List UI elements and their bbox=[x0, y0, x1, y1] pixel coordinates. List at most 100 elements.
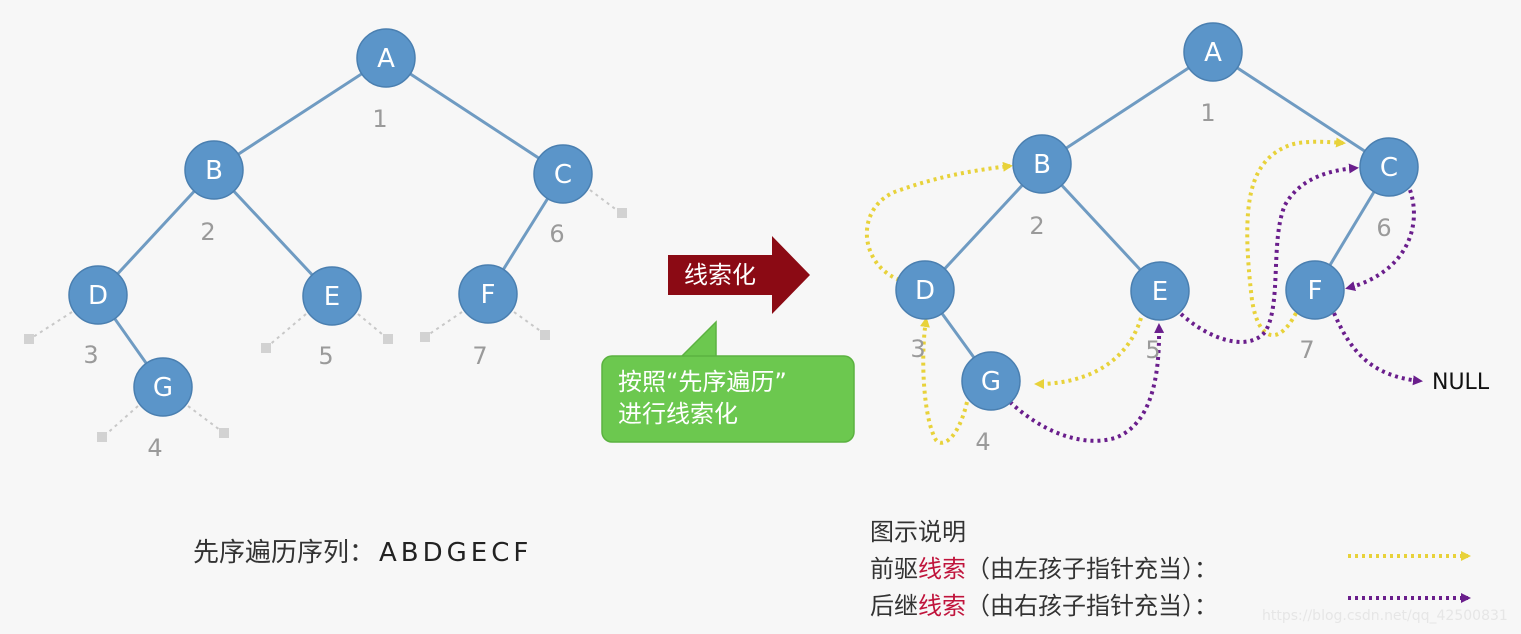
right-edge-A-C bbox=[1212, 50, 1390, 169]
node-label: F bbox=[481, 280, 496, 310]
node-label: G bbox=[981, 367, 1001, 397]
node-index: 7 bbox=[1299, 336, 1314, 364]
sequence-value: ABDGECF bbox=[379, 538, 533, 568]
legend-samples bbox=[1348, 551, 1471, 603]
left-tree-nodes: A B C D E F G bbox=[68, 28, 593, 417]
node-label: C bbox=[1380, 153, 1398, 183]
left-null-pointers bbox=[24, 189, 627, 442]
node-index: 6 bbox=[549, 220, 564, 248]
null-pointer-box bbox=[617, 208, 627, 218]
null-pointer-line bbox=[29, 311, 73, 340]
legend-pred-a: 前驱 bbox=[870, 555, 918, 583]
right-node-G: G bbox=[961, 351, 1021, 411]
legend-succ-a: 后继 bbox=[870, 592, 918, 620]
right-tree-nodes: A B C D E F G bbox=[895, 22, 1419, 411]
right-node-E: E bbox=[1130, 261, 1190, 321]
right-tree-edges bbox=[923, 50, 1391, 382]
threading-arrow-label: 线索化 bbox=[684, 261, 756, 289]
legend-succ-b: 线索 bbox=[918, 592, 966, 620]
right-node-D: D bbox=[895, 260, 955, 320]
node-index: 3 bbox=[910, 335, 925, 363]
node-label: F bbox=[1308, 276, 1323, 306]
null-pointer-box bbox=[24, 334, 34, 344]
node-index: 4 bbox=[147, 434, 162, 462]
null-label: NULL bbox=[1432, 370, 1490, 395]
right-node-F: F bbox=[1285, 260, 1345, 320]
threading-arrow bbox=[668, 236, 810, 314]
succ-thread-G-to-E bbox=[1008, 323, 1165, 443]
node-index: 6 bbox=[1376, 214, 1391, 242]
node-index: 2 bbox=[1029, 212, 1044, 240]
left-edge-A-C bbox=[385, 56, 564, 176]
node-label: A bbox=[1204, 38, 1222, 68]
successor-threads bbox=[1008, 163, 1423, 443]
node-label: C bbox=[554, 160, 572, 190]
pred-thread-E-to-G bbox=[1034, 317, 1143, 389]
node-index: 2 bbox=[200, 218, 215, 246]
node-index: 5 bbox=[318, 342, 333, 370]
legend-succ-c: （由右孩子指针充当）： bbox=[966, 592, 1218, 620]
arrow-shape bbox=[668, 236, 810, 314]
left-node-E: E bbox=[302, 266, 362, 326]
watermark: https://blog.csdn.net/qq_42500831 bbox=[1262, 608, 1508, 624]
bubble-body bbox=[601, 355, 855, 443]
node-label: D bbox=[915, 276, 935, 306]
succ-thread-E-to-C bbox=[1179, 163, 1359, 344]
null-pointer-box bbox=[540, 330, 550, 340]
left-tree-indices: 1 2 6 3 5 7 4 bbox=[83, 105, 564, 462]
node-label: B bbox=[1033, 150, 1051, 180]
node-index: 3 bbox=[83, 341, 98, 369]
pred-thread-D-to-B bbox=[864, 161, 1013, 284]
node-label: G bbox=[153, 373, 173, 403]
preorder-sequence: 先序遍历序列：ABDGECF bbox=[193, 532, 532, 569]
null-pointer-line bbox=[266, 313, 307, 348]
left-edge-A-B bbox=[213, 56, 387, 172]
predecessor-threads bbox=[864, 137, 1346, 445]
speech-bubble bbox=[601, 320, 855, 443]
node-index: 5 bbox=[1145, 336, 1160, 364]
legend-succ-text: 后继线索（由右孩子指针充当）： bbox=[870, 586, 1218, 621]
succ-thread-C-to-F bbox=[1345, 189, 1416, 292]
speech-bubble-text: 按照“先序遍历” 进行线索化 bbox=[602, 356, 854, 442]
legend-pred-text: 前驱线索（由左孩子指针充当）： bbox=[870, 549, 1218, 584]
pred-thread-F-to-C bbox=[1245, 137, 1346, 338]
node-label: E bbox=[324, 282, 340, 312]
node-label: D bbox=[88, 281, 108, 311]
left-node-G: G bbox=[133, 357, 193, 417]
left-tree-edges bbox=[96, 56, 565, 388]
right-node-C: C bbox=[1359, 137, 1419, 197]
null-pointer-line bbox=[187, 405, 225, 434]
right-edge-A-B bbox=[1041, 50, 1214, 166]
null-pointer-box bbox=[219, 428, 229, 438]
bubble-line-2: 进行线索化 bbox=[618, 400, 738, 428]
right-tree-indices: 1 2 6 3 5 7 4 bbox=[910, 99, 1391, 456]
node-index: 7 bbox=[472, 342, 487, 370]
node-index: 1 bbox=[1200, 99, 1215, 127]
legend-title: 图示说明 bbox=[870, 518, 966, 546]
left-node-C: C bbox=[533, 144, 593, 204]
right-node-A: A bbox=[1183, 22, 1243, 82]
right-node-B: B bbox=[1012, 134, 1072, 194]
null-pointer-box bbox=[420, 332, 430, 342]
null-pointer-box bbox=[383, 334, 393, 344]
legend-pred-b: 线索 bbox=[918, 555, 966, 583]
left-node-D: D bbox=[68, 265, 128, 325]
left-node-F: F bbox=[458, 264, 518, 324]
node-label: B bbox=[205, 156, 223, 186]
null-pointer-line bbox=[424, 311, 463, 338]
succ-thread-F-to-null bbox=[1332, 312, 1423, 386]
node-index: 4 bbox=[975, 428, 990, 456]
bubble-line-1: 按照“先序遍历” bbox=[618, 368, 787, 396]
null-pointer-box bbox=[261, 343, 271, 353]
node-index: 1 bbox=[372, 105, 387, 133]
left-node-A: A bbox=[356, 28, 416, 88]
left-node-B: B bbox=[184, 140, 244, 200]
node-label: A bbox=[377, 44, 395, 74]
legend-pred-c: （由左孩子指针充当）： bbox=[966, 555, 1218, 583]
null-pointer-box bbox=[97, 432, 107, 442]
null-pointer-line bbox=[102, 405, 139, 438]
node-label: E bbox=[1152, 277, 1168, 307]
sequence-prefix: 先序遍历序列： bbox=[193, 538, 376, 568]
bubble-tail bbox=[678, 320, 717, 359]
